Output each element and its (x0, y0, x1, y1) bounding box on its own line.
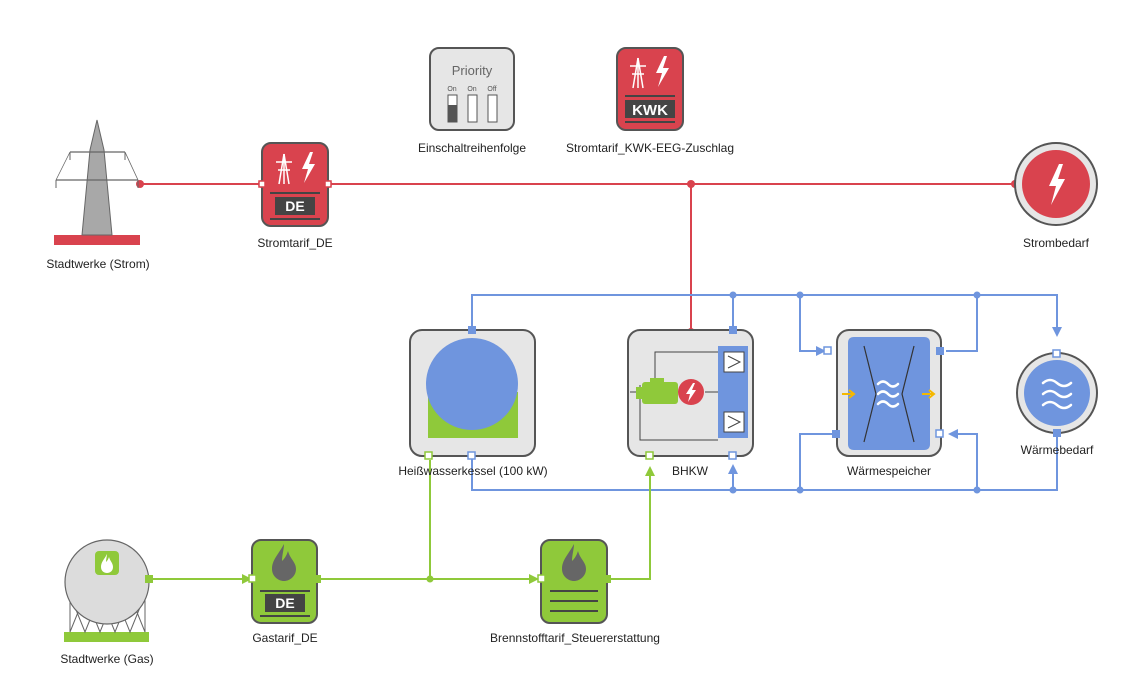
priority-title: Priority (452, 63, 493, 78)
einschaltreihenfolge-node[interactable] (429, 47, 515, 131)
priority-state-1: On (447, 86, 456, 93)
de-badge-strom: DE (285, 198, 304, 214)
stromtarif-de-node[interactable] (258, 142, 332, 227)
label-waermespeicher: Wärmespeicher (846, 464, 932, 478)
label-stromtarif-de: Stromtarif_DE (257, 236, 333, 250)
power-pylon-icon (630, 57, 646, 89)
heat-waves-icon (1041, 378, 1073, 410)
label-strombedarf: Strombedarf (1022, 236, 1090, 250)
strombedarf-node[interactable] (1014, 142, 1098, 226)
lightning-icon (686, 383, 696, 402)
priority-state-2: On (467, 86, 476, 93)
priority-state-3: Off (487, 86, 496, 93)
flame-icon (562, 544, 586, 581)
brennstofftarif-node[interactable] (537, 539, 611, 624)
gas-node (426, 575, 434, 583)
heat-return-line[interactable] (471, 434, 1058, 491)
flame-icon (272, 544, 296, 581)
label-stadtwerke-strom: Stadtwerke (Strom) (46, 257, 150, 271)
flame-icon (101, 554, 113, 573)
label-brennstofftarif: Brennstofftarif_Steuererstattung (490, 631, 660, 645)
heisswasserkessel-node[interactable] (409, 326, 536, 460)
label-stromtarif-kwk: Stromtarif_KWK-EEG-Zuschlag (565, 141, 735, 155)
kwk-badge: KWK (632, 102, 668, 119)
stadtwerke-gas-node[interactable] (64, 539, 153, 642)
waermespeicher-node[interactable] (823, 329, 944, 457)
label-waermebedarf: Wärmebedarf (1020, 443, 1094, 457)
lightning-icon (302, 152, 315, 183)
label-bhkw: BHKW (672, 464, 708, 478)
heat-nodes (729, 291, 981, 494)
lightning-icon (1049, 164, 1065, 205)
power-pylon-icon (54, 119, 140, 245)
bhkw-node[interactable] (627, 326, 754, 460)
label-einschaltreihenfolge: Einschaltreihenfolge (417, 141, 527, 155)
stadtwerke-strom-node[interactable] (54, 119, 140, 245)
de-badge-gas: DE (275, 595, 294, 611)
waermebedarf-node[interactable] (1016, 349, 1098, 437)
heat-exchanger-icon (863, 345, 915, 443)
label-gastarif-de: Gastarif_DE (252, 631, 318, 645)
heat-lines (471, 294, 1062, 491)
gastarif-de-node[interactable] (248, 539, 321, 624)
engine-icon (636, 378, 678, 404)
heat-waves-icon (876, 380, 900, 408)
label-heisswasserkessel: Heißwasserkessel (100 kW) (398, 464, 548, 478)
heat-exchanger-icon (718, 346, 748, 438)
stromtarif-kwk-node[interactable] (616, 47, 684, 131)
power-pylon-icon (276, 153, 292, 185)
heat-supply-line[interactable] (471, 294, 1062, 337)
label-stadtwerke-gas: Stadtwerke (Gas) (60, 652, 154, 666)
lightning-icon (656, 56, 669, 87)
